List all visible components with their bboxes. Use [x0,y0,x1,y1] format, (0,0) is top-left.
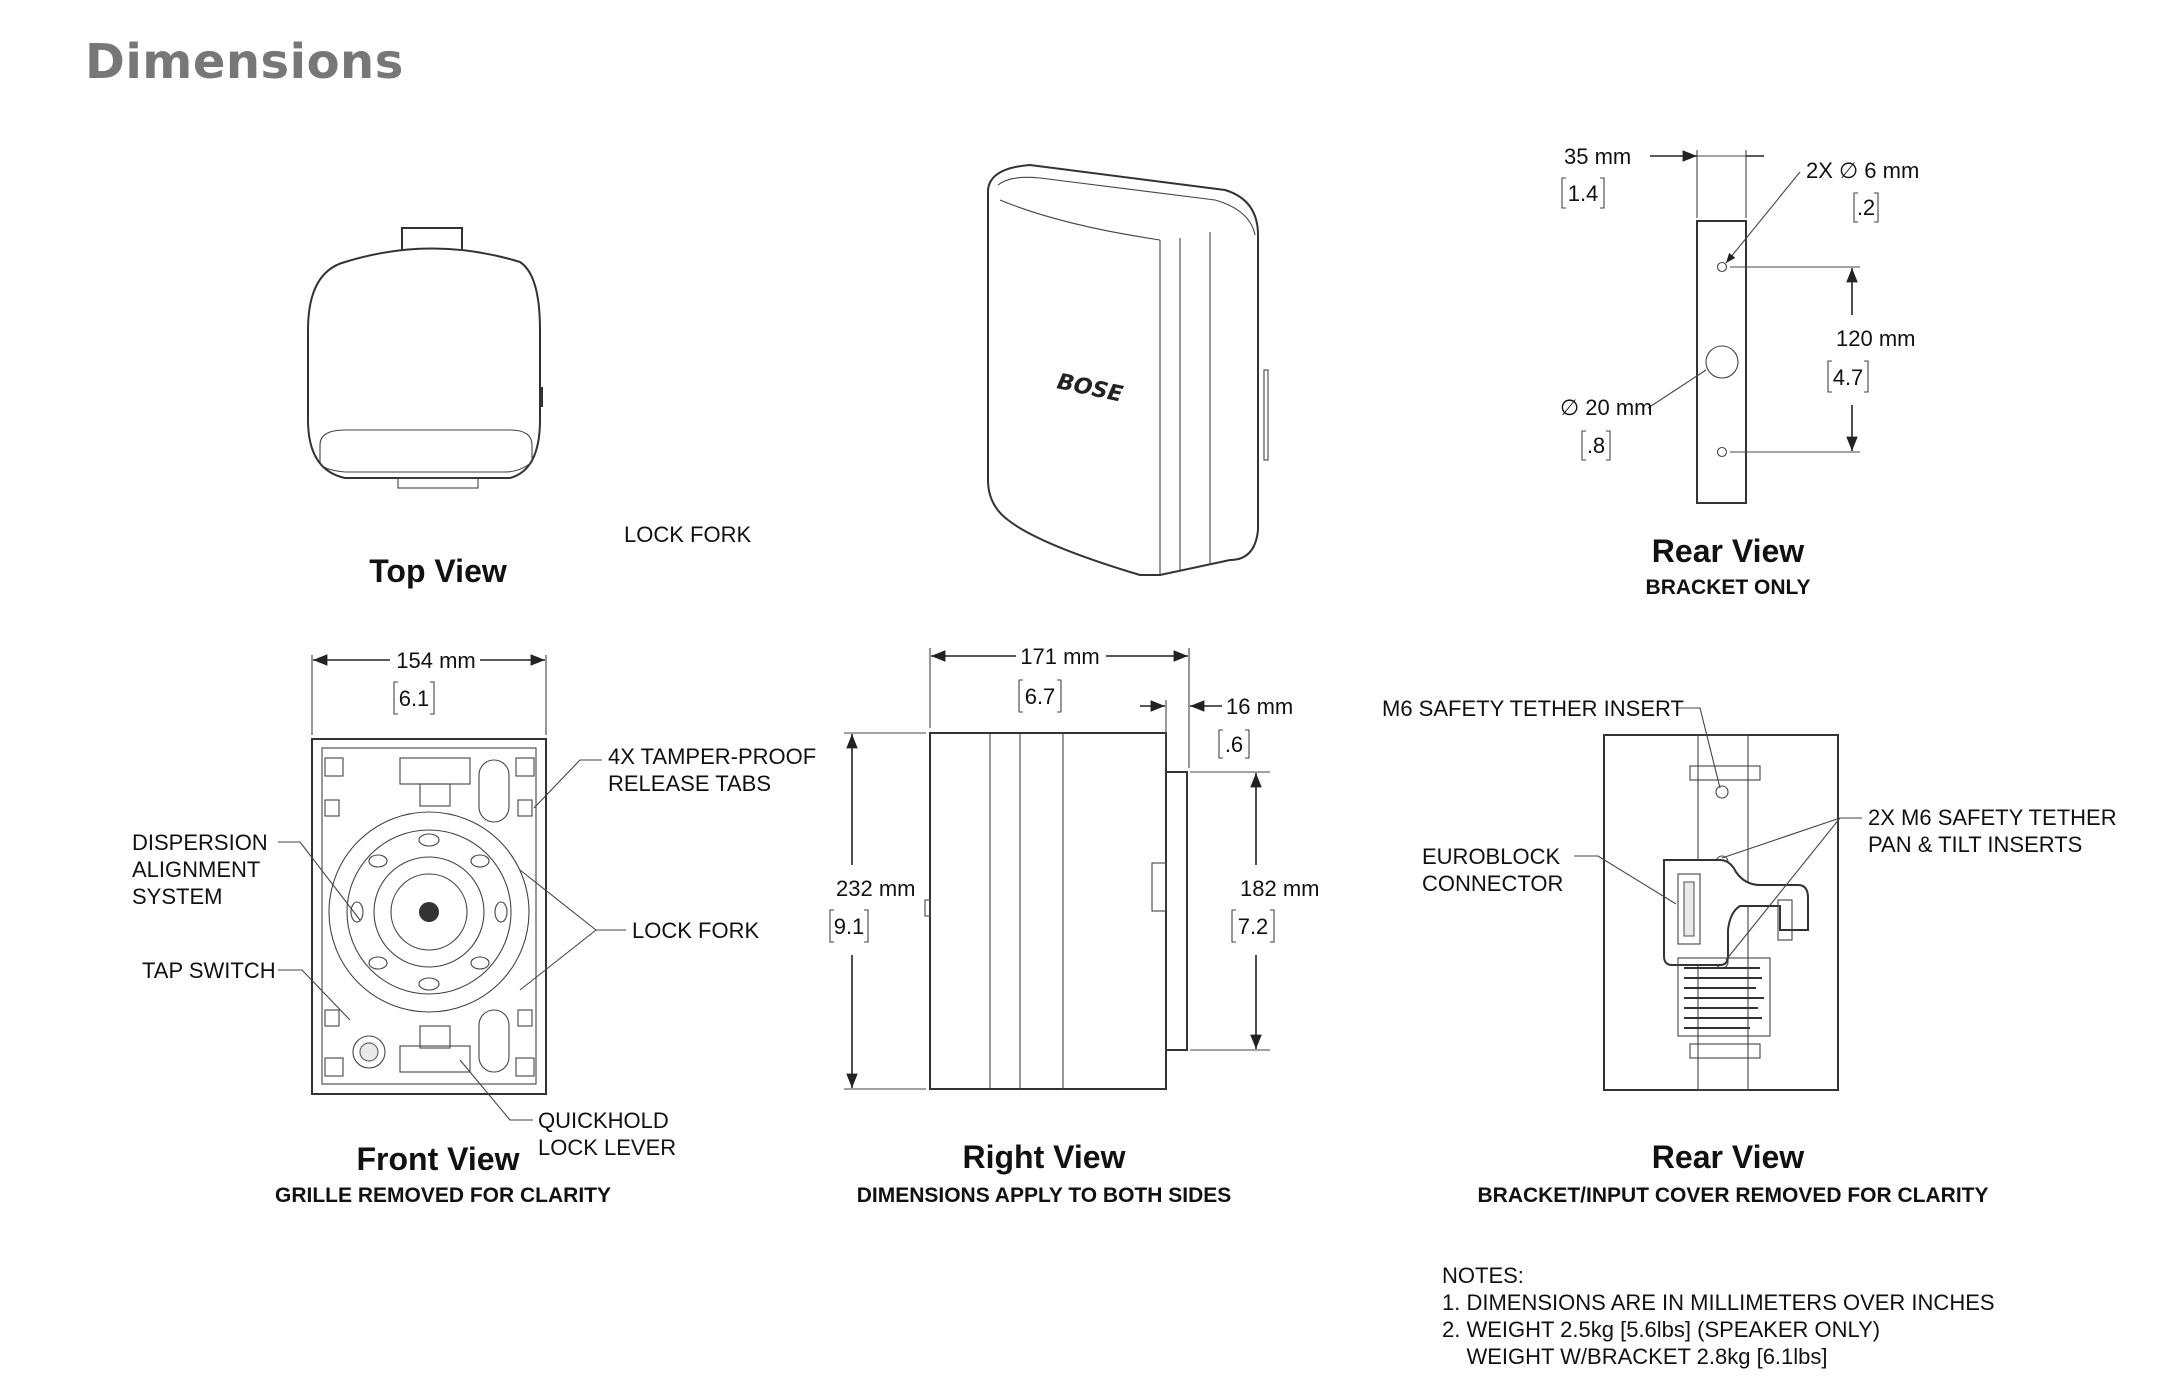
right-bracket-height-in: 7.2 [1238,914,1269,939]
front-view-subtitle: GRILLE REMOVED FOR CLARITY [275,1184,611,1207]
callout-dispersion-2: ALIGNMENT [132,857,260,882]
rear-bracket-holes-in: .2 [1857,195,1875,220]
rear-bracket-spacing-mm: 120 mm [1836,326,1915,351]
rear-view-subtitle: BRACKET/INPUT COVER REMOVED FOR CLARITY [1477,1184,1988,1207]
callout-euroblock-2: CONNECTOR [1422,871,1563,896]
callout-tap-switch: TAP SWITCH [142,958,276,983]
right-height-mm: 232 mm [836,876,915,901]
callout-quickhold-2: LOCK LEVER [538,1135,676,1160]
right-bracket-depth-mm: 16 mm [1226,694,1293,719]
rear-bracket-spacing-in: 4.7 [1833,365,1864,390]
right-view-subtitle: DIMENSIONS APPLY TO BOTH SIDES [857,1184,1232,1207]
right-depth-in: 6.7 [1025,684,1056,709]
front-width-in: 6.1 [399,686,430,711]
rear-bracket-view-subtitle: BRACKET ONLY [1646,576,1811,599]
rear-bracket-width-mm: 35 mm [1564,144,1631,169]
rear-bracket-hole-in: .8 [1587,433,1605,458]
callout-pan-tilt-1: 2X M6 SAFETY TETHER [1868,805,2117,830]
callout-lock-fork: LOCK FORK [632,918,759,943]
right-view-title: Right View [963,1139,1126,1175]
notes-heading: NOTES: [1442,1263,1524,1288]
callout-pan-tilt-2: PAN & TILT INSERTS [1868,832,2082,857]
callout-tamper-proof-2: RELEASE TABS [608,771,771,796]
rear-view-title: Rear View [1652,1139,1805,1175]
callout-euroblock-1: EUROBLOCK [1422,844,1560,869]
callout-dispersion-3: SYSTEM [132,884,222,909]
page-title: Dimensions [85,34,404,90]
front-view-title: Front View [357,1141,520,1177]
callout-tamper-proof-1: 4X TAMPER-PROOF [608,744,816,769]
notes-block: NOTES: 1. DIMENSIONS ARE IN MILLIMETERS … [1442,1262,1995,1370]
callout-quickhold-1: QUICKHOLD [538,1108,669,1133]
right-height-in: 9.1 [834,914,865,939]
front-view-drawing [278,654,626,1121]
notes-line-2: 2. WEIGHT 2.5kg [5.6lbs] (SPEAKER ONLY) [1442,1317,1881,1342]
front-width-mm: 154 mm [396,648,475,673]
rear-view-drawing [1574,707,1862,1091]
right-depth-mm: 171 mm [1020,644,1099,669]
rear-bracket-drawing [1561,150,1879,504]
right-view-drawing [829,648,1275,1090]
callout-m6-tether: M6 SAFETY TETHER INSERT [1382,696,1684,721]
top-view-title: Top View [369,553,507,589]
right-bracket-height-mm: 182 mm [1240,876,1319,901]
rear-bracket-hole-mm: ∅ 20 mm [1560,395,1653,420]
notes-line-1: 1. DIMENSIONS ARE IN MILLIMETERS OVER IN… [1442,1290,1995,1315]
rear-bracket-view-title: Rear View [1652,533,1805,569]
rear-bracket-holes-mm: 2X ∅ 6 mm [1806,158,1919,183]
notes-line-3: WEIGHT W/BRACKET 2.8kg [6.1lbs] [1442,1344,1828,1369]
rear-bracket-width-in: 1.4 [1568,181,1599,206]
top-view-lock-fork-label: LOCK FORK [624,522,751,547]
top-view-drawing [307,227,543,489]
speaker-isometric-drawing: BOSE [987,163,1269,576]
callout-dispersion-1: DISPERSION [132,830,268,855]
right-bracket-depth-in: .6 [1225,732,1243,757]
